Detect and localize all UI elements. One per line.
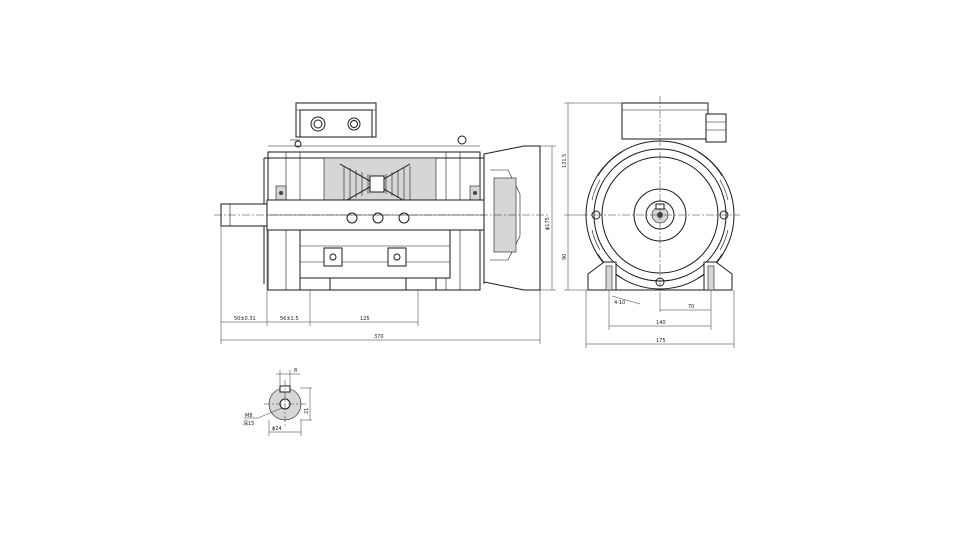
dim-thread: M8 [245,413,253,419]
end-terminal-box [621,102,727,150]
dim-shaft-to-foot: 56±1.5 [280,316,299,322]
dim-overall-width: 175 [656,338,666,344]
dim-thread-depth: 深15 [243,420,254,427]
dim-center-height: 90 [562,254,568,260]
side-dimensions: 50±0.31 56±1.5 125 370 ϕ175 [220,145,556,344]
end-feet [587,261,733,291]
end-view: 131.5 90 4-10 70 140 175 [562,96,740,348]
dim-half-foot-spacing: 70 [688,304,694,310]
dim-key-width: 8 [294,368,297,374]
dim-foot-hole: 4-10 [614,300,625,306]
shaft-section: 8 21 M8 深15 ϕ24 [243,368,312,436]
dim-frame-height: 131.5 [562,154,568,168]
fan-cover [483,145,541,291]
terminal-box [295,102,377,138]
dim-key-height: 21 [304,408,310,414]
side-view: 50±0.31 56±1.5 125 370 ϕ175 [214,102,556,344]
dim-foot-spacing: 125 [360,316,370,322]
end-dimensions: 131.5 90 4-10 70 140 175 [562,102,735,348]
dim-shaft-diameter: ϕ24 [272,426,282,432]
lower-frame [299,229,451,291]
dim-flange-diameter: ϕ175 [545,217,551,230]
dim-end-foot-spacing: 140 [656,320,666,326]
dim-shaft-length: 50±0.31 [234,316,256,322]
dim-overall-length: 370 [374,334,384,340]
